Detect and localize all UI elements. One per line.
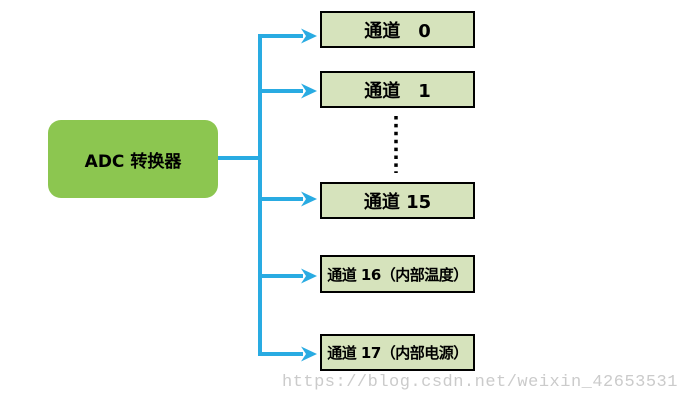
arrowhead-channel-0-icon (301, 28, 317, 44)
channel-0-label: 通道 0 (364, 20, 431, 42)
node-channel-15: 通道 15 (320, 182, 475, 219)
node-channel-16: 通道 16（内部温度） (320, 255, 475, 293)
channel-17-label: 通道 17（内部电源） (327, 344, 468, 362)
node-channel-0: 通道 0 (320, 11, 475, 48)
channel-16-label: 通道 16（内部温度） (327, 265, 468, 284)
channel-15-label: 通道 15 (363, 191, 432, 213)
adc-converter-label: ADC 转换器 (84, 151, 182, 172)
arrowhead-channel-15-icon (301, 191, 317, 207)
arrowhead-channel-1-icon (301, 83, 317, 99)
arrowhead-channel-16-icon (301, 268, 317, 284)
adc-converter-node: ADC 转换器 (48, 120, 218, 198)
channel-1-label: 通道 1 (364, 80, 431, 102)
node-channel-17: 通道 17（内部电源） (320, 334, 475, 371)
node-channel-1: 通道 1 (320, 71, 475, 108)
watermark: https://blog.csdn.net/weixin_42653531 (282, 373, 678, 392)
arrowhead-channel-17-icon (301, 346, 317, 362)
